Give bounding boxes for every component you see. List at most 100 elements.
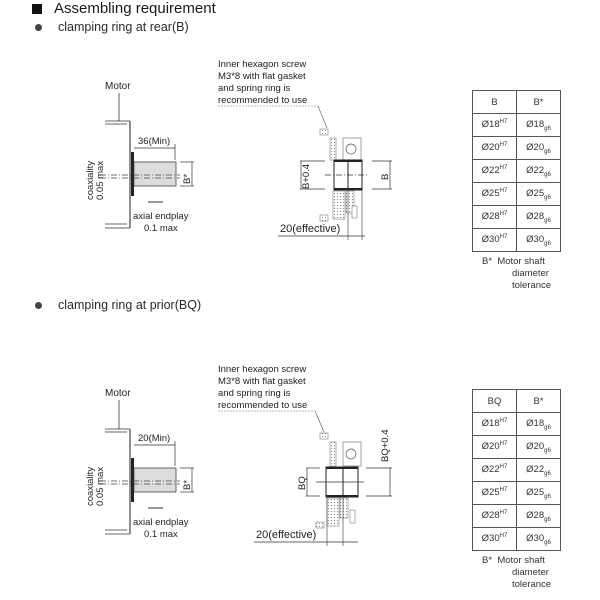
table-cell-bore: Ø22H7: [472, 458, 517, 482]
table-row: Ø25H7 Ø25g6: [472, 182, 561, 206]
screw-icon: [326, 497, 340, 527]
table-cell-shaft: Ø30g6: [516, 228, 561, 252]
screw-icon: [329, 137, 337, 161]
note-leader: [314, 410, 325, 433]
coaxiality-value: 0.05 max: [95, 161, 106, 200]
table-cell-shaft: Ø20g6: [516, 435, 561, 459]
screw-icon: [345, 190, 355, 214]
screw-head-icon: [345, 143, 357, 155]
round-bullet-icon: [35, 23, 42, 31]
table-header-row: B B*: [472, 90, 561, 114]
table-header: B*: [516, 90, 561, 114]
axial-label: axial endplay: [133, 211, 189, 222]
motor-shaft-view-prior: Motor 20(Min) B* coaxiality 0.05 max axi…: [85, 388, 194, 540]
motor-label: Motor: [105, 81, 131, 92]
footnote-symbol: B*: [482, 256, 493, 267]
table-cell-shaft: Ø25g6: [516, 481, 561, 505]
note-leader: [317, 105, 328, 129]
footnote-text: Motor shaft: [497, 256, 545, 267]
motor-shaft: [133, 467, 177, 493]
table-row: Ø22H7 Ø22g6: [472, 458, 561, 482]
table-row: Ø22H7 Ø22g6: [472, 159, 561, 183]
table-row: Ø30H7 Ø30g6: [472, 228, 561, 252]
screw-icon: [351, 205, 358, 219]
table-header: B: [472, 90, 517, 114]
screw-icon: [329, 441, 337, 467]
shaft-label: B*: [182, 174, 193, 184]
heading-text: Assembling requirement: [54, 0, 216, 17]
section-title-rear: clamping ring at rear(B): [32, 20, 189, 34]
screw-icon: [349, 509, 356, 524]
screw-note-line: Inner hexagon screw: [218, 59, 306, 70]
section-title-text: clamping ring at rear(B): [58, 20, 189, 34]
screw-icon: [319, 432, 329, 440]
axial-value: 0.1 max: [144, 529, 178, 540]
table-footnote-prior: B* Motor shaft diameter tolerance: [482, 555, 551, 591]
clamp-ring-view-rear: Inner hexagon screw M3*8 with flat gaske…: [218, 59, 392, 240]
table-cell-bore: Ø30H7: [472, 228, 517, 252]
screw-icon: [339, 497, 349, 519]
screw-note-line: M3*8 with flat gasket: [218, 71, 306, 82]
table-header: B*: [516, 389, 561, 413]
table-footnote-rear: B* Motor shaft diameter tolerance: [482, 256, 551, 292]
table-cell-shaft: Ø28g6: [516, 205, 561, 229]
footnote-text: diameter: [512, 268, 549, 279]
bore-plus-label: BQ+0.4: [380, 430, 391, 462]
table-row: Ø20H7 Ø20g6: [472, 435, 561, 459]
section-title-prior: clamping ring at prior(BQ): [32, 298, 201, 312]
table-header: BQ: [472, 389, 517, 413]
table-cell-bore: Ø20H7: [472, 435, 517, 459]
screw-head-icon: [345, 448, 357, 460]
table-row: Ø18H7 Ø18g6: [472, 113, 561, 137]
table-row: Ø25H7 Ø25g6: [472, 481, 561, 505]
tolerance-table-prior: BQ B* Ø18H7 Ø18g6 Ø20H7 Ø20g6 Ø22H7 Ø22g…: [472, 389, 561, 551]
table-row: Ø28H7 Ø28g6: [472, 205, 561, 229]
round-bullet-icon: [35, 301, 42, 309]
motor-shaft-view-rear: Motor 36(Min) B* coaxiality 0.05 max axi…: [85, 81, 194, 234]
effective-label: 20(effective): [256, 529, 316, 541]
table-cell-bore: Ø25H7: [472, 182, 517, 206]
table-cell-shaft: Ø18g6: [516, 113, 561, 137]
page-heading: Assembling requirement: [32, 0, 216, 17]
bore-label: B: [380, 174, 391, 180]
table-cell-bore: Ø22H7: [472, 159, 517, 183]
table-cell-shaft: Ø18g6: [516, 412, 561, 436]
axial-value: 0.1 max: [144, 223, 178, 234]
table-header-row: BQ B*: [472, 389, 561, 413]
table-cell-shaft: Ø30g6: [516, 527, 561, 551]
screw-note-line: and spring ring is: [218, 388, 291, 399]
table-row: Ø30H7 Ø30g6: [472, 527, 561, 551]
min-length-label: 20(Min): [138, 433, 170, 444]
section-title-text: clamping ring at prior(BQ): [58, 298, 202, 312]
motor-label: Motor: [105, 388, 131, 399]
table-cell-bore: Ø20H7: [472, 136, 517, 160]
bore-plus-label: B+0.4: [301, 164, 312, 189]
screw-icon: [319, 214, 329, 222]
motor-pilot: [131, 152, 134, 196]
axial-label: axial endplay: [133, 517, 189, 528]
motor-shaft: [133, 161, 177, 187]
table-cell-shaft: Ø28g6: [516, 504, 561, 528]
tolerance-table-rear: B B* Ø18H7 Ø18g6 Ø20H7 Ø20g6 Ø22H7 Ø22g6…: [472, 90, 561, 252]
table-cell-shaft: Ø22g6: [516, 458, 561, 482]
screw-icon: [315, 521, 325, 529]
screw-icon: [319, 128, 329, 136]
table-row: Ø18H7 Ø18g6: [472, 412, 561, 436]
table-cell-shaft: Ø22g6: [516, 159, 561, 183]
table-row: Ø20H7 Ø20g6: [472, 136, 561, 160]
coaxiality-label: coaxiality: [85, 161, 96, 200]
screw-icon: [332, 190, 346, 220]
square-bullet-icon: [32, 3, 42, 14]
table-cell-bore: Ø25H7: [472, 481, 517, 505]
shaft-label: B*: [182, 480, 193, 490]
table-cell-shaft: Ø20g6: [516, 136, 561, 160]
coaxiality-label: coaxiality: [85, 467, 96, 506]
effective-label: 20(effective): [280, 223, 340, 235]
footnote-text: diameter: [512, 567, 549, 578]
table-cell-bore: Ø18H7: [472, 412, 517, 436]
footnote-text: Motor shaft: [497, 555, 545, 566]
footnote-text: tolerance: [512, 280, 552, 291]
screw-note-line: M3*8 with flat gasket: [218, 376, 306, 387]
table-cell-bore: Ø30H7: [472, 527, 517, 551]
